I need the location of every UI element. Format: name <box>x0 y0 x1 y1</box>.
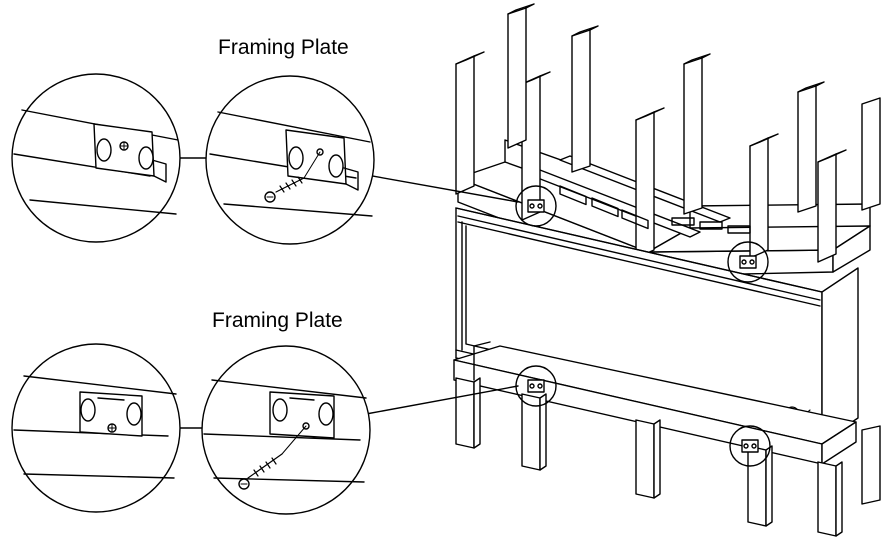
callout-circle-top-left <box>516 186 556 226</box>
upper-wood-frame <box>456 4 880 276</box>
framing-plate-label-bottom: Framing Plate <box>212 309 343 332</box>
leader-line-bottom <box>366 386 518 414</box>
framing-plate-label-top: Framing Plate <box>218 36 349 59</box>
callout-circle-bottom-right <box>730 426 770 466</box>
detail-top-screw <box>206 76 374 244</box>
detail-top-installed <box>12 74 180 242</box>
detail-bottom-screw <box>202 346 370 514</box>
detail-bottom-installed <box>12 344 180 512</box>
callout-markers <box>516 186 770 466</box>
leader-line-top <box>350 172 518 202</box>
lower-wood-base <box>454 342 880 536</box>
callout-circle-top-right <box>728 242 768 282</box>
